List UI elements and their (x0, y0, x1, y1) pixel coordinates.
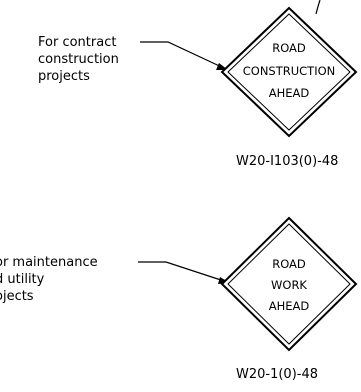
leader-line-top (140, 41, 229, 71)
sign-road-work-ahead: ROAD WORK AHEAD (220, 216, 358, 352)
callout-line: construction (38, 52, 119, 67)
callout-line: ojects (0, 289, 34, 304)
sign-line: AHEAD (269, 299, 310, 313)
sign-line: ROAD (272, 41, 306, 55)
leader-line-offpage (315, 0, 321, 15)
sign-code-bottom: W20-1(0)-48 (236, 367, 319, 382)
sign-line: ROAD (272, 257, 306, 271)
leader-line-bottom (138, 261, 231, 284)
sign-code-top: W20-I103(0)-48 (236, 154, 339, 169)
callout-line: d utility (0, 272, 45, 287)
callout-line: For contract (38, 35, 117, 50)
sign-road-construction-ahead: ROAD CONSTRUCTION AHEAD (220, 6, 358, 138)
callout-line: projects (38, 69, 90, 84)
sign-line: CONSTRUCTION (243, 64, 336, 78)
callout-text-maintenance-utility: or maintenance d utility ojects (0, 254, 98, 305)
callout-text-contract-construction: For contract construction projects (38, 34, 119, 85)
callout-line: or maintenance (0, 255, 98, 270)
sign-line: WORK (271, 278, 307, 292)
sign-line: AHEAD (269, 86, 310, 100)
